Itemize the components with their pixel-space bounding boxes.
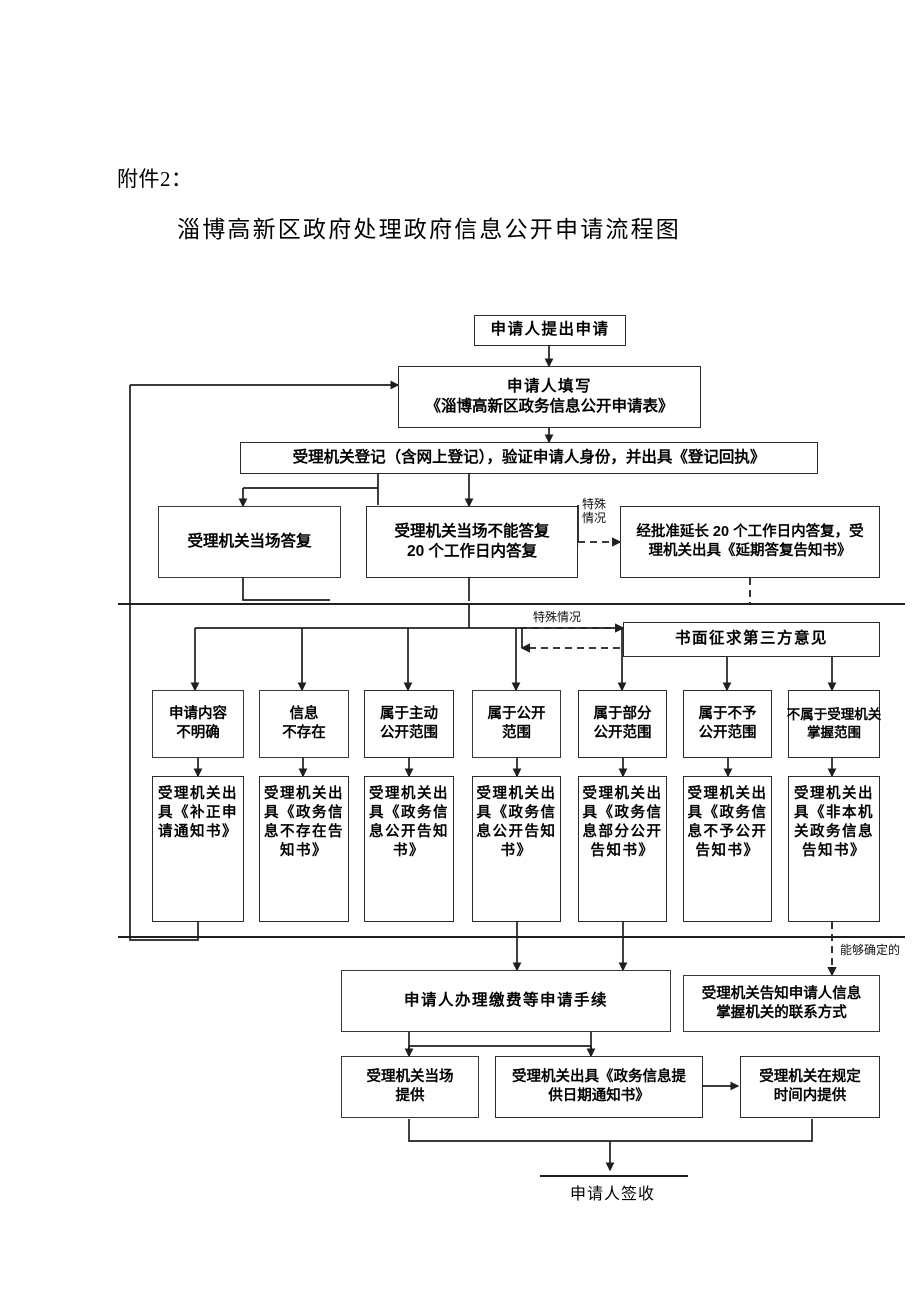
node-registration: 受理机关登记（含网上登记），验证申请人身份，并出具《登记回执》	[240, 442, 818, 474]
detail-proactive-disclosure-notice: 受理机关出具《政务信息公开告知书》	[364, 776, 454, 922]
category-unclear-content: 申请内容 不明确	[152, 690, 244, 758]
edge-label-determinable: 能够确定的	[840, 943, 901, 957]
node-fill-application-form: 申请人填写 《淄博高新区政务信息公开申请表》	[398, 366, 701, 428]
node-applicant-submit: 申请人提出申请	[474, 315, 626, 346]
node-provide-onsite: 受理机关当场 提供	[341, 1056, 479, 1118]
category-non-disclosure: 属于不予 公开范围	[683, 690, 772, 758]
detail-non-disclosure-notice: 受理机关出具《政务信息不予公开告知书》	[683, 776, 772, 922]
page-title: 淄博高新区政府处理政府信息公开申请流程图	[177, 217, 681, 242]
detail-public-disclosure-notice: 受理机关出具《政务信息公开告知书》	[472, 776, 561, 922]
node-cannot-reply-onsite: 受理机关当场不能答复 20 个工作日内答复	[366, 506, 578, 578]
node-provision-date-notice: 受理机关出具《政务信息提 供日期通知书》	[495, 1056, 703, 1118]
category-info-not-exist: 信息 不存在	[259, 690, 349, 758]
node-inform-holder-contact: 受理机关告知申请人信息 掌握机关的联系方式	[683, 975, 880, 1032]
node-applicant-signs-receipt: 申请人签收	[570, 1186, 656, 1203]
category-not-held-by-agency: 不属于受理机关 掌握范围	[787, 690, 881, 758]
node-extension-notice: 经批准延长 20 个工作日内答复，受 理机关出具《延期答复告知书》	[620, 506, 880, 578]
node-provide-within-time: 受理机关在规定 时间内提供	[740, 1056, 880, 1118]
detail-info-not-exist-notice: 受理机关出具《政务信息不存在告知书》	[259, 776, 349, 922]
detail-partial-disclosure-notice: 受理机关出具《政务信息部分公开告知书》	[578, 776, 667, 922]
node-third-party-opinion: 书面征求第三方意见	[623, 622, 880, 657]
detail-not-held-notice: 受理机关出具《非本机关政务信息告知书》	[788, 776, 880, 922]
attachment-label: 附件2：	[117, 167, 193, 191]
category-partial-disclosure: 属于部分 公开范围	[578, 690, 667, 758]
edge-label-special-case-vertical: 特殊 情况	[581, 497, 606, 525]
detail-supplement-notice: 受理机关出具《补正申请通知书》	[152, 776, 244, 922]
edge-label-special-case-horizontal: 特殊情况	[533, 610, 582, 624]
node-applicant-pay-fees: 申请人办理缴费等申请手续	[341, 970, 671, 1032]
category-proactive-disclosure: 属于主动 公开范围	[364, 690, 454, 758]
category-public-scope: 属于公开 范围	[472, 690, 561, 758]
node-reply-onsite: 受理机关当场答复	[158, 506, 341, 578]
